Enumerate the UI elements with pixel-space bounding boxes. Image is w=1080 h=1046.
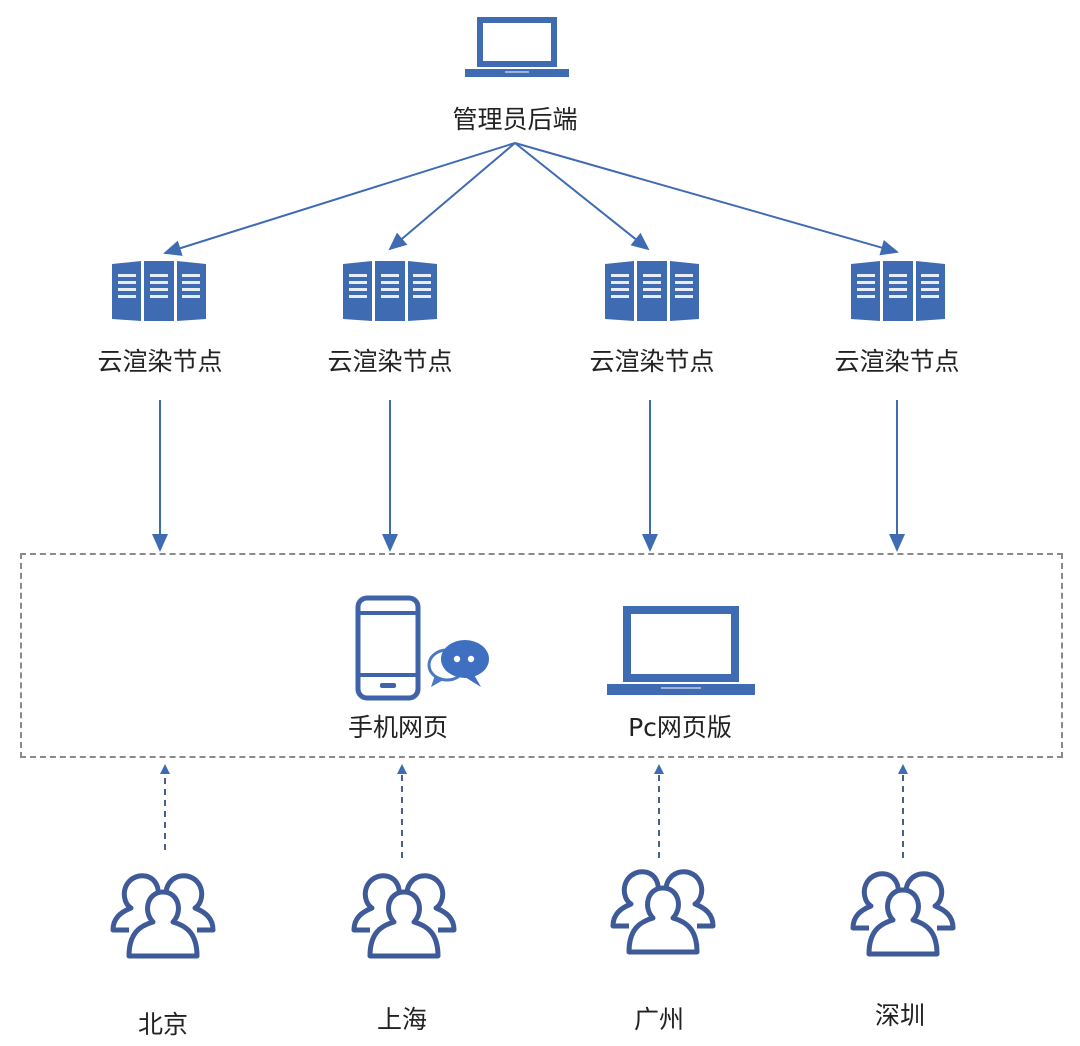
user-group-icon <box>351 873 457 959</box>
server-rack-icon <box>851 261 945 321</box>
user-group-shenzhen <box>847 864 959 968</box>
render-node-3 <box>603 258 701 328</box>
render-node-2-label: 云渲染节点 <box>327 347 453 376</box>
laptop-icon <box>607 606 755 695</box>
edge-admin-node-3 <box>514 142 650 251</box>
user-group-guangzhou-label: 广州 <box>633 1005 685 1034</box>
render-node-4 <box>849 258 947 328</box>
mobile-phone-icon <box>355 595 421 701</box>
laptop-icon <box>465 17 569 77</box>
user-group-guangzhou <box>607 862 719 966</box>
user-group-beijing-label: 北京 <box>137 1010 189 1039</box>
render-node-1 <box>110 258 208 328</box>
render-node-3-label: 云渲染节点 <box>589 347 715 376</box>
mobile-web-client <box>355 595 421 705</box>
pc-web-label: Pc网页版 <box>628 713 732 742</box>
render-node-2 <box>341 258 439 328</box>
user-group-shanghai-label: 上海 <box>376 1005 428 1034</box>
user-group-icon <box>110 873 216 959</box>
user-group-beijing <box>107 866 219 970</box>
admin-backend-node <box>465 14 569 80</box>
user-group-icon <box>850 871 956 957</box>
render-node-4-label: 云渲染节点 <box>834 347 960 376</box>
mobile-web-chat-badge <box>425 637 493 695</box>
render-node-1-label: 云渲染节点 <box>97 347 223 376</box>
server-rack-icon <box>112 261 206 321</box>
edge-admin-node-4 <box>514 142 899 256</box>
clients-group-box <box>20 553 1063 758</box>
admin-backend-label: 管理员后端 <box>452 105 578 134</box>
chat-bubble-icon <box>427 640 489 687</box>
user-group-shenzhen-label: 深圳 <box>874 1001 926 1030</box>
user-group-shanghai <box>348 866 460 970</box>
user-group-icon <box>610 869 716 955</box>
edge-admin-node-1 <box>163 142 516 256</box>
edge-admin-node-2 <box>388 142 516 251</box>
server-rack-icon <box>605 261 699 321</box>
pc-web-client <box>607 604 755 700</box>
server-rack-icon <box>343 261 437 321</box>
mobile-web-label: 手机网页 <box>347 713 449 742</box>
